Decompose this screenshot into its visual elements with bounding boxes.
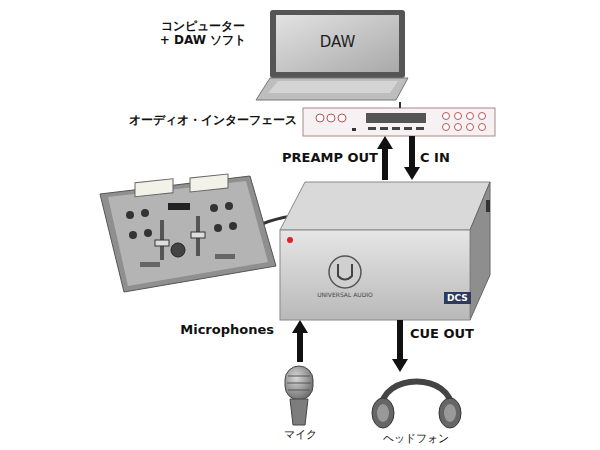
device-label: マイク [266,429,334,442]
device-label: コンピューター + DAW ソフト [155,20,251,48]
device-label: オーディオ・インターフェース [129,114,297,128]
signal-label: C IN [420,150,450,166]
signal-arrow [377,136,393,180]
screen-text: DAW [276,34,399,51]
interface-node: オーディオ・インターフェース [303,108,495,136]
signal-label: CUE OUT [410,326,474,342]
signal-arrow [404,136,420,180]
cable-line [400,102,401,108]
signal-arrow [392,320,408,372]
signal-arrow [292,320,308,362]
signal-label: Microphones [170,322,274,338]
headphones [372,382,461,429]
control-surface [100,174,308,292]
audio-interface [303,108,495,136]
main-unit-node: UNIVERSAL AUDIO DCS [280,180,490,320]
badge-text: DCS [444,292,471,304]
headphones-node: ヘッドフォン [368,372,463,432]
laptop-node: DAWコンピューター + DAW ソフト [255,10,405,102]
signal-label: PREAMP OUT [280,150,378,166]
main-unit [280,182,490,320]
device-label: ヘッドフォン [370,433,462,446]
mic-node: マイク [278,362,322,428]
microphone [285,366,313,425]
brand-text: UNIVERSAL AUDIO [300,292,390,299]
laptop [256,10,408,100]
